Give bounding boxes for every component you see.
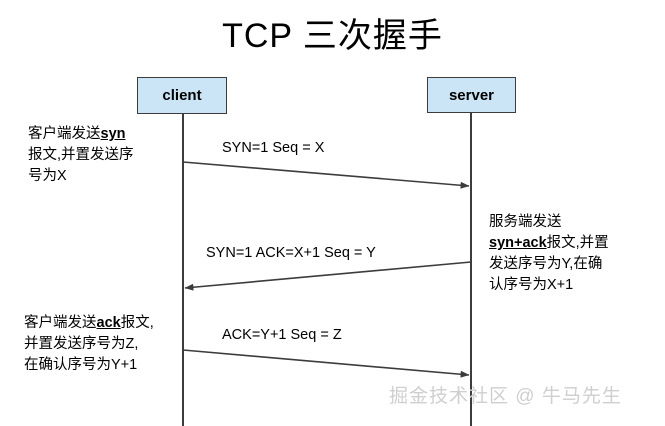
message-label-ack: ACK=Y+1 Seq = Z [222, 327, 342, 343]
note-line: 号为X [28, 168, 67, 184]
note-line: 客户端发送syn [28, 126, 126, 142]
participant-box-client[interactable]: client [137, 77, 227, 114]
note-line: 客户端发送ack报文, [24, 315, 154, 331]
participant-label-client: client [162, 87, 202, 104]
note-line: 并置发送序号为Z, [24, 336, 139, 352]
note-server-syn-ack: 服务端发送 syn+ack报文,并置 发送序号为Y,在确 认序号为X+1 [489, 212, 609, 296]
note-client-syn: 客户端发送syn 报文,并置发送序 号为X [28, 124, 134, 187]
message-arrow-syn-ack [184, 261, 472, 291]
watermark: 掘金技术社区 @ 牛马先生 [389, 386, 622, 407]
note-line: syn+ack报文,并置 [489, 235, 609, 251]
message-arrow-syn [182, 161, 470, 189]
note-client-ack: 客户端发送ack报文, 并置发送序号为Z, 在确认序号为Y+1 [24, 313, 154, 376]
page-title: TCP 三次握手 [222, 17, 443, 55]
message-label-syn: SYN=1 Seq = X [222, 140, 325, 156]
message-arrow-ack [182, 349, 470, 378]
note-line: 报文,并置发送序 [28, 147, 134, 163]
note-line: 发送序号为Y,在确 [489, 256, 603, 272]
note-line: 在确认序号为Y+1 [24, 357, 138, 373]
message-label-syn-ack: SYN=1 ACK=X+1 Seq = Y [206, 245, 376, 261]
participant-label-server: server [448, 86, 495, 104]
note-line: 服务端发送 [489, 214, 562, 230]
note-line: 认序号为X+1 [489, 277, 574, 293]
participant-box-server[interactable]: server [427, 77, 516, 113]
